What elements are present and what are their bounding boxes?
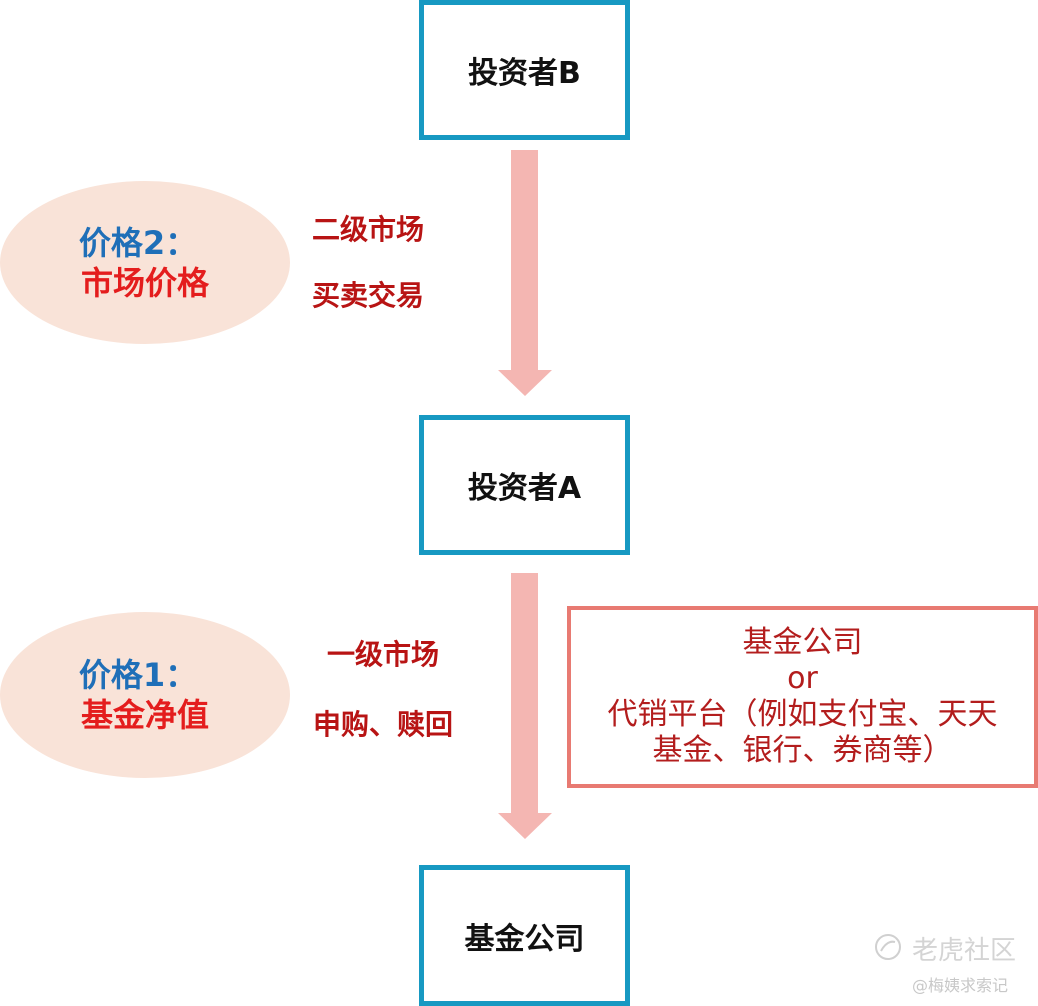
channel-note-line4: 基金、银行、券商等） <box>652 733 953 768</box>
node-investor-a: 投资者A <box>419 415 630 555</box>
channel-note-box: 基金公司 or 代销平台（例如支付宝、天天 基金、银行、券商等） <box>567 606 1038 788</box>
node-investor-b: 投资者B <box>419 0 630 140</box>
channel-note-line1: 基金公司 <box>742 625 863 660</box>
channel-note-line3: 代销平台（例如支付宝、天天 <box>607 697 998 732</box>
watermark-brand: 老虎社区 <box>912 936 1017 966</box>
channel-note-line2: or <box>787 661 818 696</box>
price2-ellipse: 价格2： 市场价格 <box>0 181 290 344</box>
primary-market-label: 一级市场 <box>327 638 440 671</box>
secondary-market-label: 二级市场 <box>312 213 425 246</box>
arrow-b-to-a-shape <box>498 150 552 396</box>
watermark-author: @梅姨求索记 <box>912 976 1009 995</box>
primary-market-subscribe-label: 申购、赎回 <box>313 708 454 741</box>
secondary-market-trade-label: 买卖交易 <box>312 279 425 312</box>
node-investor-a-label: 投资者A <box>467 471 582 506</box>
node-fund-company-label: 基金公司 <box>464 921 585 957</box>
watermark-logo-icon <box>875 934 901 960</box>
price1-name: 基金净值 <box>80 696 209 734</box>
price1-title: 价格1： <box>78 656 198 694</box>
arrow-a-to-fund <box>498 573 552 839</box>
arrow-a-to-fund-shape <box>498 573 552 839</box>
arrow-b-to-a <box>498 150 552 396</box>
price1-ellipse: 价格1： 基金净值 <box>0 612 290 778</box>
price2-name: 市场价格 <box>80 263 209 302</box>
price2-title: 价格2： <box>78 223 198 262</box>
node-fund-company: 基金公司 <box>419 865 630 1006</box>
node-investor-b-label: 投资者B <box>468 56 581 91</box>
